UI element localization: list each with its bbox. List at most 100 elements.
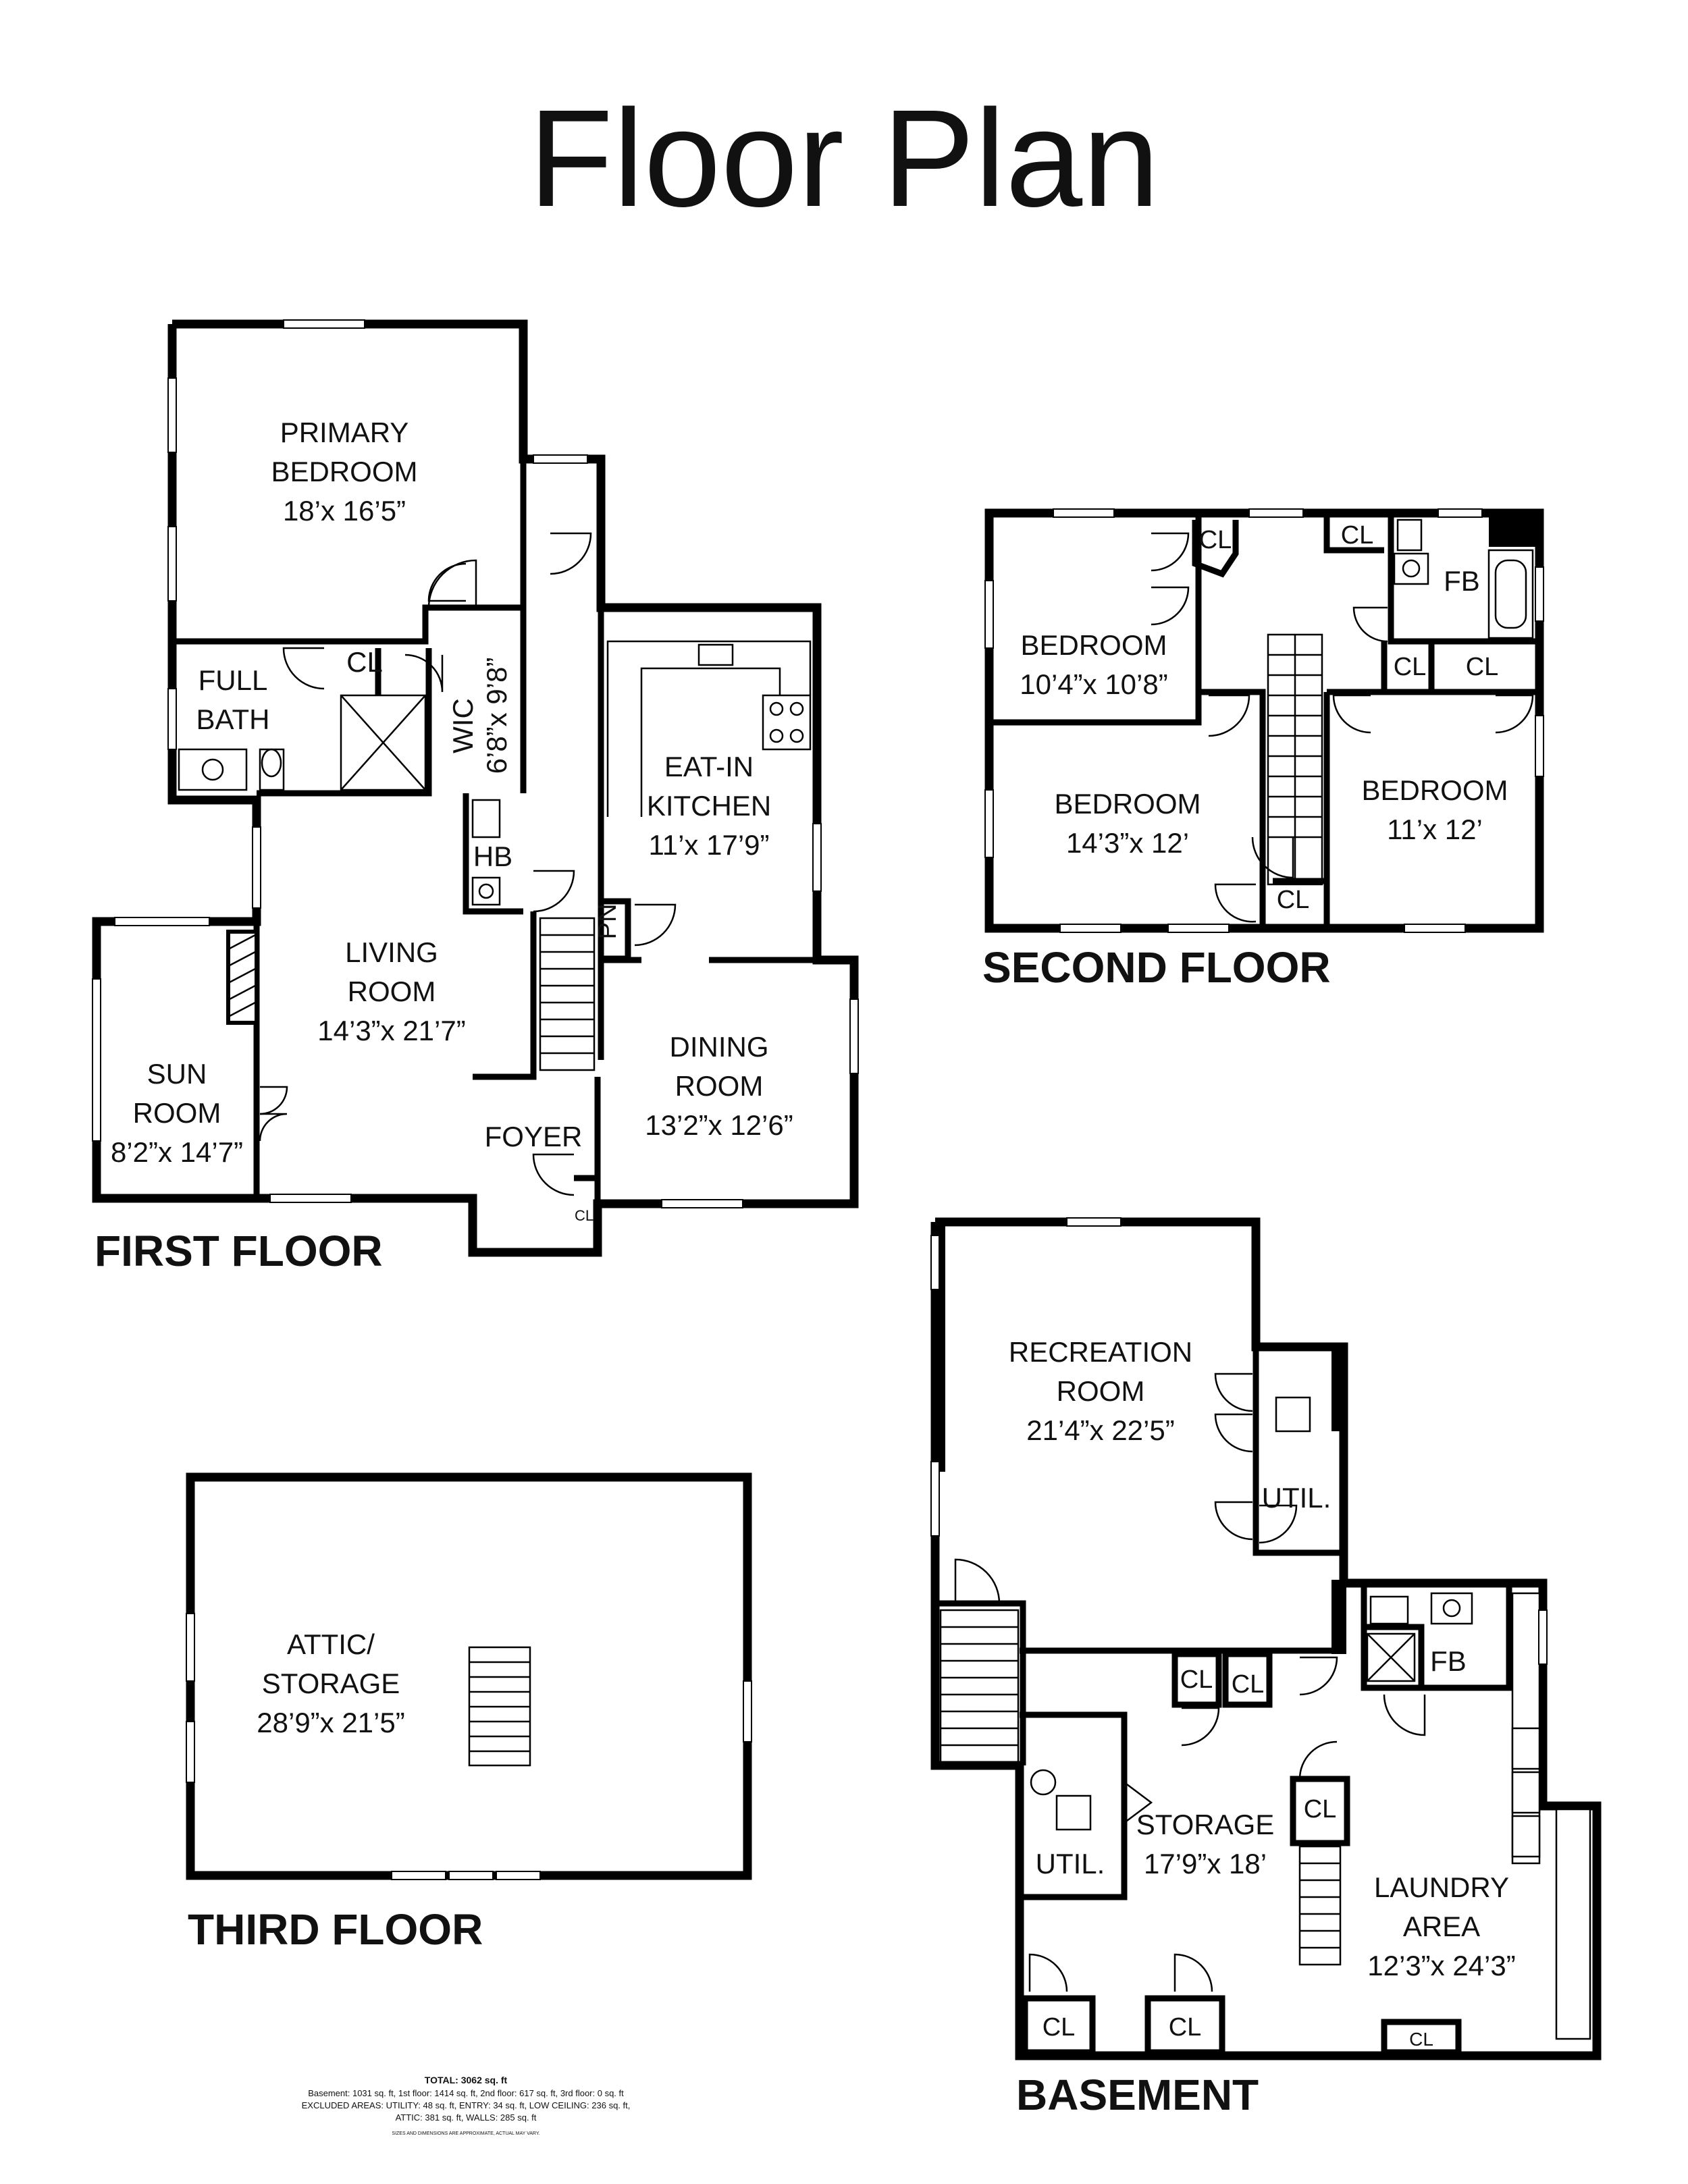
attic-label: STORAGE — [262, 1668, 400, 1699]
wall — [1192, 520, 1239, 578]
second-floor-windows — [984, 508, 1544, 933]
closet-box — [1022, 1995, 1096, 2056]
area-summary: TOTAL: 3062 sq. ft Basement: 1031 sq. ft… — [302, 2075, 631, 2136]
closet-label: CL — [1394, 653, 1427, 681]
wall — [1323, 516, 1384, 554]
living-room-label: ROOM — [348, 976, 436, 1007]
bedroom-dimensions: 11’x 12’ — [1387, 814, 1483, 845]
second-floor-bath-fixtures — [1393, 518, 1534, 639]
primary-bedroom-dimensions: 18’x 16’5” — [283, 495, 406, 527]
laundry-area-dimensions: 12’3”x 24’3” — [1367, 1950, 1515, 1981]
kitchen-label: KITCHEN — [647, 790, 771, 822]
closet-label: CL — [1199, 526, 1232, 554]
closet-label: CL — [1409, 2029, 1433, 2050]
third-floor-plan: ATTIC/ STORAGE 28’9”x 21’5” THIRD FLOOR — [186, 1472, 752, 1954]
living-room-label: LIVING — [345, 936, 438, 968]
closet-label: CL — [1232, 1670, 1265, 1699]
wall — [1198, 689, 1266, 928]
closet-box — [1144, 1995, 1225, 2056]
wic-label: WIC — [447, 698, 479, 753]
closet-label: CL — [575, 1207, 594, 1224]
dining-room-label: DINING — [670, 1031, 769, 1063]
primary-bedroom-label: PRIMARY — [280, 417, 409, 448]
area-breakdown: Basement: 1031 sq. ft, 1st floor: 1414 s… — [308, 2088, 624, 2098]
fireplace — [226, 930, 259, 1025]
wall — [1252, 1347, 1344, 1556]
recreation-room-label: RECREATION — [1009, 1336, 1192, 1368]
storage-label: STORAGE — [1136, 1809, 1275, 1840]
wall — [1020, 1711, 1128, 1900]
third-floor-windows — [186, 1613, 752, 1880]
attic-stairs — [468, 1646, 531, 1767]
closet-label: CL — [1043, 2013, 1076, 2042]
second-floor-stairs — [1267, 633, 1323, 886]
closet-box — [1171, 1651, 1222, 1708]
bedroom-label: BEDROOM — [1361, 774, 1508, 806]
second-floor-heading: SECOND FLOOR — [982, 943, 1331, 992]
wall — [1388, 513, 1539, 645]
excluded-areas: EXCLUDED AREAS: UTILITY: 48 sq. ft, ENTR… — [302, 2100, 631, 2110]
wic-dimensions: 6’8”x 9’8” — [481, 658, 512, 774]
bedroom-label: BEDROOM — [1054, 788, 1201, 820]
wall — [989, 513, 1202, 726]
full-bath-label: BATH — [196, 703, 270, 735]
bedroom-dimensions: 10’4”x 10’8” — [1020, 668, 1167, 700]
wall — [257, 648, 432, 797]
full-bath-label: FB — [1430, 1645, 1467, 1677]
foundation — [1331, 1347, 1344, 1431]
sun-room-dimensions: 8’2”x 14’7” — [111, 1136, 243, 1168]
bath-fixtures — [178, 694, 501, 906]
closet-box — [1222, 1651, 1273, 1708]
closet-label: CL — [346, 646, 383, 678]
first-floor-plan: PRIMARY BEDROOM 18’x 16’5” FULL BATH CL … — [92, 319, 859, 1275]
sun-room-label: SUN — [147, 1058, 207, 1090]
storage-dimensions: 17’9”x 18’ — [1144, 1848, 1267, 1880]
dining-room-dimensions: 13’2”x 12’6” — [645, 1109, 793, 1141]
basement-fixtures — [1030, 1396, 1591, 2040]
first-floor-doors — [259, 532, 677, 1196]
second-floor-doors — [1151, 532, 1534, 923]
wall — [172, 604, 527, 793]
basement-heading: BASEMENT — [1016, 2071, 1259, 2119]
utility-label: UTIL. — [1036, 1848, 1105, 1880]
excluded-areas: ATTIC: 381 sq. ft, WALLS: 285 sq. ft — [396, 2112, 537, 2123]
total-area: TOTAL: 3062 sq. ft — [425, 2075, 508, 2085]
wall — [473, 911, 537, 1080]
kitchen-label: EAT-IN — [664, 751, 754, 782]
utility-label: UTIL. — [1262, 1482, 1331, 1514]
basement-plan: RECREATION ROOM 21’4”x 22’5” UTIL. UTIL.… — [930, 1217, 1602, 2119]
closet-label: CL — [1466, 653, 1499, 681]
basement-stairs — [939, 1609, 1342, 1966]
bedroom-dimensions: 14’3”x 12’ — [1066, 827, 1189, 859]
first-floor-heading: FIRST FLOOR — [95, 1227, 383, 1275]
third-floor-heading: THIRD FLOOR — [188, 1905, 483, 1954]
primary-bedroom-label: BEDROOM — [271, 456, 417, 487]
closet-label: CL — [1341, 521, 1374, 550]
sun-room-label: ROOM — [133, 1097, 221, 1129]
attic-dimensions: 28’9”x 21’5” — [257, 1707, 404, 1738]
closet-label: CL — [1304, 1795, 1337, 1823]
first-floor-windows — [92, 319, 859, 1208]
pantry-box — [598, 898, 631, 962]
wall — [1361, 1583, 1512, 1691]
closet-box — [1381, 2019, 1462, 2056]
basement-windows — [930, 1217, 1548, 1665]
disclaimer: SIZES AND DIMENSIONS ARE APPROXIMATE, AC… — [392, 2131, 539, 2136]
page-title: Floor Plan — [529, 81, 1159, 236]
attic-label: ATTIC/ — [287, 1628, 375, 1660]
recreation-room-dimensions: 21’4”x 22’5” — [1026, 1414, 1174, 1446]
closet-label: CL — [1169, 2013, 1202, 2042]
pantry-label: PN — [594, 904, 622, 940]
full-bath-label: FULL — [199, 664, 268, 696]
kitchen-dimensions: 11’x 17’9” — [649, 829, 770, 861]
foyer-label: FOYER — [485, 1121, 583, 1152]
living-room-dimensions: 14’3”x 21’7” — [317, 1015, 465, 1046]
dining-room-label: ROOM — [675, 1070, 764, 1102]
full-bath-label: FB — [1444, 565, 1480, 597]
chimney — [1489, 513, 1539, 547]
laundry-area-label: AREA — [1403, 1911, 1480, 1942]
wall — [463, 793, 523, 915]
bedroom-label: BEDROOM — [1020, 629, 1167, 661]
foundation — [1331, 1580, 1346, 1654]
